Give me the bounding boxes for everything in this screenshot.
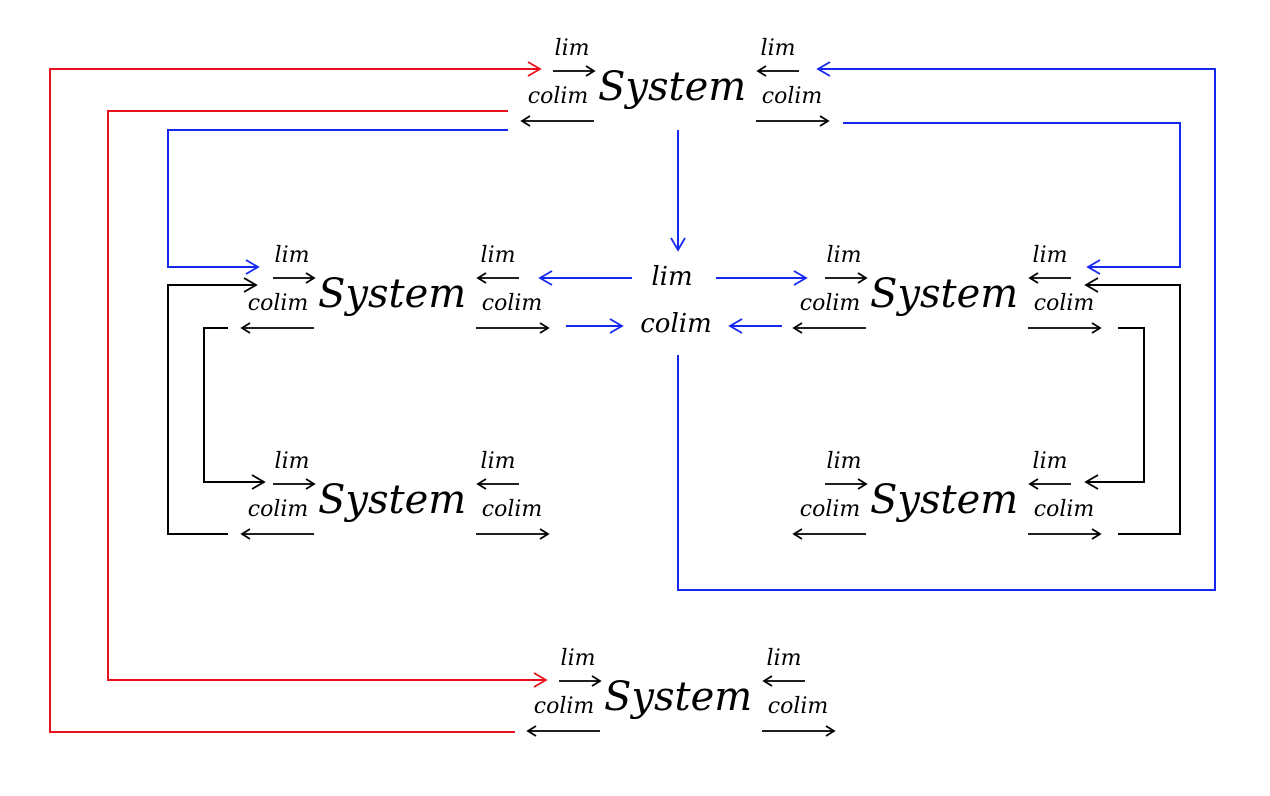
left-colim-arrow-head: [792, 322, 803, 334]
right-colim-label: colim: [762, 84, 823, 109]
left-lim-label: lim: [275, 449, 310, 474]
right-colim-arrow-head: [539, 322, 550, 334]
wire-top-to-bottom-red-arrowhead: [533, 672, 548, 688]
right-colim-arrow-head: [1091, 322, 1102, 334]
system-label: System: [318, 477, 466, 523]
wire-top-to-center-lim-blue-arrowhead: [670, 237, 686, 252]
left-colim-label: colim: [248, 291, 309, 316]
system-node-mid-left: lim colim System lim colim: [240, 243, 550, 334]
right-lim-label: lim: [767, 646, 802, 671]
system-node-low-left: lim colim System lim colim: [240, 449, 550, 540]
left-lim-label: lim: [555, 36, 590, 61]
center-colim-label: colim: [640, 309, 712, 339]
system-node-mid-right: lim colim System lim colim: [792, 243, 1102, 334]
left-colim-arrow-head: [240, 322, 251, 334]
system-label: System: [598, 64, 746, 110]
wire-midright-to-lowright-arrowhead: [1084, 474, 1099, 490]
right-lim-arrow-head: [476, 478, 487, 490]
left-lim-label: lim: [827, 243, 862, 268]
center-lim-colim: lim colim: [640, 262, 712, 339]
wire-top-to-bottom-red: [107, 110, 546, 681]
system-label: System: [870, 477, 1018, 523]
left-colim-label: colim: [800, 497, 861, 522]
right-lim-arrow-head: [756, 65, 767, 77]
system-label: System: [870, 271, 1018, 317]
wire-lowleft-to-midleft-arrowhead: [243, 277, 258, 293]
left-colim-label: colim: [800, 291, 861, 316]
system-node-top: lim colim System lim colim: [520, 36, 830, 127]
system-node-bottom: lim colim System lim colim: [526, 646, 836, 737]
wire-bottom-to-top-red-arrowhead: [527, 61, 542, 77]
left-lim-arrow-head: [591, 675, 602, 687]
connection-wires: [49, 61, 1216, 733]
left-lim-label: lim: [827, 449, 862, 474]
left-colim-label: colim: [528, 84, 589, 109]
right-lim-label: lim: [761, 36, 796, 61]
wire-center-colim-to-top-blue: [677, 68, 1216, 591]
left-lim-label: lim: [275, 243, 310, 268]
right-lim-arrow-head: [1028, 272, 1039, 284]
wire-midright-to-center-colim-arrowhead: [728, 318, 743, 334]
wire-center-lim-to-midleft-arrowhead: [538, 270, 553, 286]
wire-midleft-to-center-colim-arrowhead: [609, 318, 624, 334]
center-lim-label: lim: [651, 262, 692, 292]
right-lim-label: lim: [481, 449, 516, 474]
left-lim-arrow-head: [305, 478, 316, 490]
system-label: System: [318, 271, 466, 317]
right-lim-arrow-head: [762, 675, 773, 687]
left-colim-label: colim: [248, 497, 309, 522]
wire-midright-to-lowright: [1086, 327, 1145, 483]
left-lim-arrow-head: [585, 65, 596, 77]
right-colim-label: colim: [1034, 291, 1095, 316]
wire-center-colim-to-top-blue-arrowhead: [816, 61, 831, 77]
wire-top-to-midleft-blue-arrowhead: [245, 259, 260, 275]
right-colim-label: colim: [482, 291, 543, 316]
left-lim-arrow-head: [305, 272, 316, 284]
left-lim-arrow-head: [857, 272, 868, 284]
right-colim-label: colim: [482, 497, 543, 522]
left-colim-arrow-head: [240, 528, 251, 540]
right-lim-label: lim: [1033, 243, 1068, 268]
wire-lowright-to-midright: [1086, 284, 1181, 535]
wire-top-to-midright-blue: [843, 122, 1181, 268]
right-lim-label: lim: [1033, 449, 1068, 474]
right-colim-arrow-head: [825, 725, 836, 737]
wire-midleft-to-lowleft-arrowhead: [251, 474, 266, 490]
right-lim-label: lim: [481, 243, 516, 268]
right-lim-arrow-head: [476, 272, 487, 284]
left-colim-label: colim: [534, 694, 595, 719]
wire-center-lim-to-midright-arrowhead: [793, 270, 808, 286]
wire-bottom-to-top-red: [49, 68, 540, 733]
wire-lowleft-to-midleft: [167, 284, 256, 535]
right-colim-label: colim: [1034, 497, 1095, 522]
right-colim-label: colim: [768, 694, 829, 719]
left-colim-arrow-head: [792, 528, 803, 540]
right-colim-arrow-head: [819, 115, 830, 127]
system-node-low-right: lim colim System lim colim: [792, 449, 1102, 540]
left-colim-arrow-head: [526, 725, 537, 737]
wire-midleft-to-lowleft: [203, 327, 264, 483]
right-lim-arrow-head: [1028, 478, 1039, 490]
left-colim-arrow-head: [520, 115, 531, 127]
right-colim-arrow-head: [539, 528, 550, 540]
left-lim-arrow-head: [857, 478, 868, 490]
wire-lowright-to-midright-arrowhead: [1084, 277, 1099, 293]
right-colim-arrow-head: [1091, 528, 1102, 540]
wire-top-to-midleft-blue: [167, 129, 508, 268]
wire-top-to-midright-blue-arrowhead: [1086, 259, 1101, 275]
system-label: System: [604, 674, 752, 720]
left-lim-label: lim: [561, 646, 596, 671]
